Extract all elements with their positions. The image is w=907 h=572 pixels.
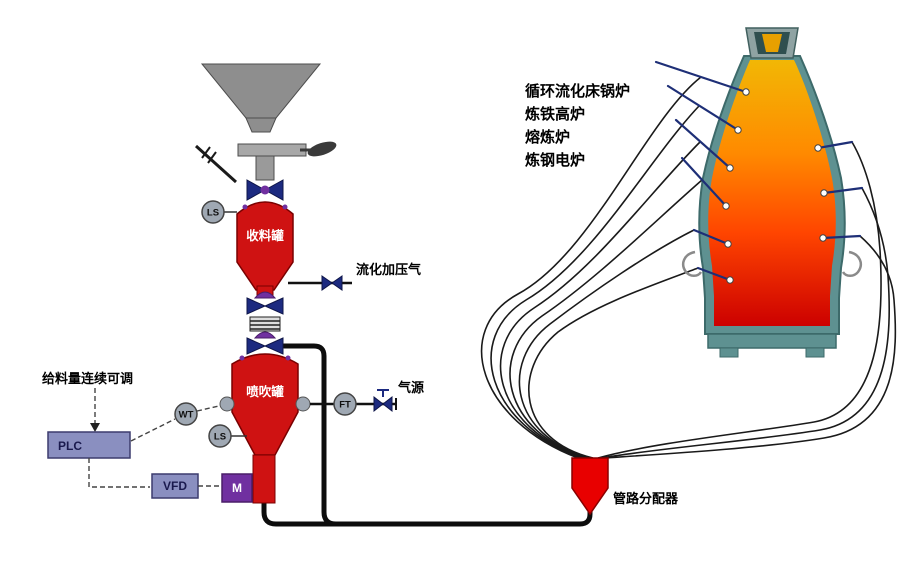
fluidization-gas-line: 流化加压气 — [288, 262, 421, 291]
handwheel-icon — [307, 141, 337, 157]
tuyere-curl-right-icon — [841, 250, 862, 277]
distributor-label: 管路分配器 — [613, 491, 679, 506]
wt-label: WT — [179, 410, 194, 421]
furnace-top-charge — [762, 34, 782, 52]
ls-top-label: LS — [207, 208, 219, 219]
plc-box — [47, 431, 131, 459]
furnace-melt — [708, 60, 836, 326]
injection-tank: 喷吹罐 — [219, 353, 311, 504]
motor-box — [221, 473, 253, 503]
inlet-valve-icon — [246, 179, 284, 201]
fluidization-valve-icon — [321, 275, 343, 291]
application-item-boiler: 循环流化床锅炉 — [525, 82, 630, 100]
conveying-pipes — [261, 343, 593, 527]
ls-bottom-sensor — [208, 424, 232, 448]
ls-bottom-label: LS — [214, 432, 226, 443]
pressure-branch-pipe — [281, 343, 593, 527]
hopper-neck — [245, 117, 277, 133]
wt-sensor — [174, 402, 198, 426]
application-item-electric-furnace: 炼钢电炉 — [525, 151, 585, 169]
furnace-base — [707, 333, 837, 349]
injection-lances — [654, 60, 864, 284]
plc-label: PLC — [58, 439, 82, 453]
application-item-blast-furnace: 炼铁高炉 — [525, 105, 585, 123]
feeder-outlet-pipe — [261, 497, 343, 527]
gas-source-label: 气源 — [398, 380, 424, 395]
right-shoulder-nozzle-icon — [295, 396, 311, 412]
ft-sensor-label: FT — [339, 400, 351, 411]
fluidization-gas-label: 流化加压气 — [356, 262, 421, 277]
feed-hopper — [194, 63, 337, 184]
pipe-distributor: 管路分配器 — [571, 457, 679, 516]
control-chain: 给料量连续可调 PLC VFD M — [42, 371, 253, 503]
feed-note-label: 给料量连续可调 — [42, 371, 133, 386]
arrow-down-icon — [90, 423, 100, 432]
ls-top-sensor — [201, 200, 225, 224]
furnace-foot-left — [719, 347, 739, 358]
furnace-foot-right — [805, 347, 825, 358]
sensors: LS WT LS — [174, 200, 247, 448]
injection-tank-label: 喷吹罐 — [246, 384, 284, 399]
gas-source-valve-icon — [373, 389, 393, 413]
furnace — [682, 27, 862, 358]
lower-discharge-valve-icon — [246, 337, 284, 355]
nozzle-dots — [722, 88, 828, 284]
inter-tank-valve-stack — [246, 291, 284, 355]
vfd-box — [151, 473, 199, 499]
upper-discharge-valve-icon — [246, 297, 284, 315]
vfd-label: VFD — [163, 479, 187, 493]
rotary-feeder — [252, 454, 276, 504]
gas-source-line: FT 气源 — [310, 380, 424, 416]
ft-sensor — [333, 392, 357, 416]
distribution-pipes — [480, 76, 897, 459]
left-shoulder-nozzle-icon — [219, 396, 235, 412]
tuyere-curl-left-icon — [682, 250, 703, 277]
bellows-coupling-icon — [249, 316, 281, 332]
receiving-tank: 收料罐 — [236, 201, 294, 299]
hopper-slide-valve — [237, 143, 307, 157]
motor-label: M — [232, 481, 242, 495]
inlet-tube — [255, 155, 275, 181]
application-item-smelting-furnace: 熔炼炉 — [525, 128, 570, 146]
applications-list: 循环流化床锅炉 炼铁高炉 熔炼炉 炼钢电炉 — [525, 82, 630, 169]
receiving-tank-label: 收料罐 — [246, 228, 284, 243]
hopper-funnel — [200, 63, 322, 119]
side-feed-pipe — [194, 144, 238, 184]
